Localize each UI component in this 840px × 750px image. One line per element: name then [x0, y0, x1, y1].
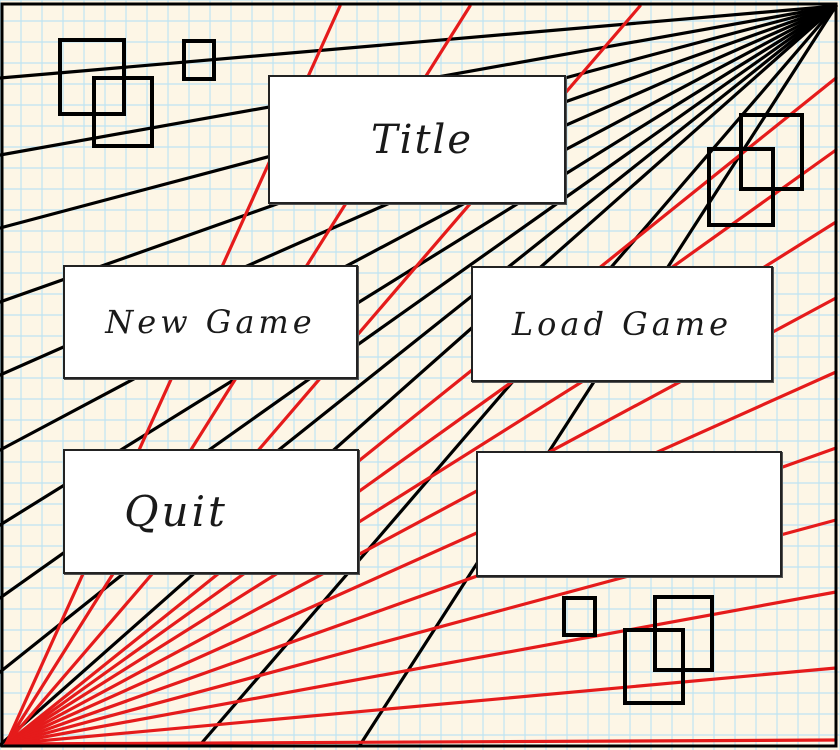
- square-outline-icon: [623, 628, 685, 705]
- red-ray: [4, 370, 838, 746]
- load-game-label: Load Game: [511, 305, 733, 343]
- red-ray: [4, 590, 838, 746]
- empty-menu-slot: [476, 451, 782, 577]
- red-ray: [4, 666, 838, 746]
- red-ray: [4, 738, 838, 746]
- red-ray: [4, 76, 838, 746]
- new-game-button[interactable]: New Game: [63, 265, 358, 379]
- new-game-label: New Game: [105, 303, 316, 341]
- square-outline-icon: [562, 596, 597, 637]
- square-outline-icon: [707, 147, 775, 227]
- outline-squares: [58, 38, 804, 705]
- title-label: Title: [370, 116, 473, 163]
- quit-button[interactable]: Quit: [63, 449, 359, 574]
- black-ray: [0, 4, 838, 747]
- title-panel: Title: [268, 75, 566, 204]
- black-ray: [0, 4, 838, 80]
- square-outline-icon: [182, 39, 216, 81]
- red-ray: [4, 148, 838, 746]
- quit-label: Quit: [124, 487, 228, 536]
- square-outline-icon: [92, 76, 154, 148]
- load-game-button[interactable]: Load Game: [471, 266, 773, 382]
